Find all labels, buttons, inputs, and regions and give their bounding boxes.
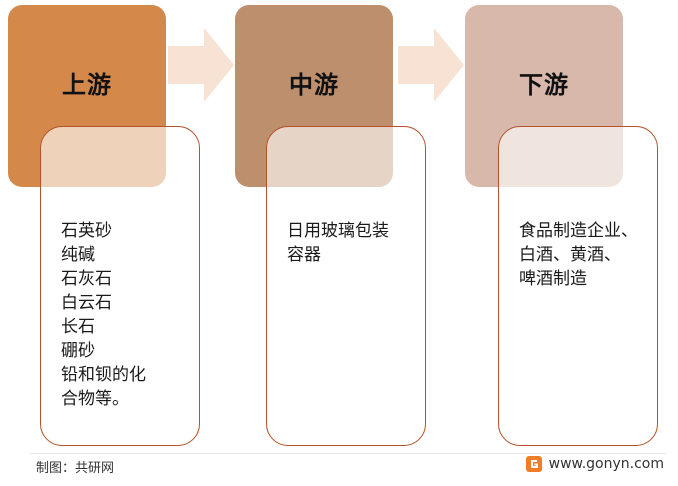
- arrow-shape: [168, 28, 234, 102]
- footer-site: www.gonyn.com: [525, 455, 664, 473]
- stage-item: 食品制造企业、: [519, 221, 638, 241]
- stage-card-midstream: 日用玻璃包装 容器: [266, 126, 426, 446]
- stage-card-downstream: 食品制造企业、 白酒、黄酒、 啤酒制造: [498, 126, 658, 446]
- stage-title-midstream: 中游: [289, 70, 339, 99]
- stage-item: 铅和钡的化: [61, 365, 146, 385]
- stage-item: 日用玻璃包装: [287, 221, 389, 241]
- stage-item: 纯碱: [61, 245, 95, 265]
- stage-card-upstream: 石英砂 纯碱 石灰石 白云石 长石 硼砂 铅和钡的化 合物等。: [40, 126, 200, 446]
- gonyn-logo-icon: [525, 456, 542, 472]
- stage-item: 石英砂: [61, 221, 112, 241]
- footer-divider: [30, 453, 666, 454]
- stage-item: 啤酒制造: [519, 269, 587, 289]
- stage-item: 石灰石: [61, 269, 112, 289]
- stage-item: 容器: [287, 245, 321, 265]
- stage-item: 白酒、黄酒、: [519, 245, 621, 265]
- stage-item: 长石: [61, 317, 95, 337]
- stage-item-list-downstream: 食品制造企业、 白酒、黄酒、 啤酒制造: [519, 219, 643, 291]
- stage-item-list-upstream: 石英砂 纯碱 石灰石 白云石 长石 硼砂 铅和钡的化 合物等。: [61, 219, 185, 411]
- stage-item-list-midstream: 日用玻璃包装 容器: [287, 219, 411, 267]
- stage-item: 白云石: [61, 293, 112, 313]
- stage-item: 合物等。: [61, 389, 129, 409]
- stage-item: 硼砂: [61, 341, 95, 361]
- arrow-midstream-to-downstream: [398, 28, 464, 102]
- arrow-shape: [398, 28, 464, 102]
- footer-credit: 制图：共研网: [36, 461, 115, 476]
- stage-title-upstream: 上游: [62, 70, 112, 99]
- stage-title-downstream: 下游: [519, 70, 569, 99]
- arrow-upstream-to-midstream: [168, 28, 234, 102]
- site-url: www.gonyn.com: [548, 456, 664, 472]
